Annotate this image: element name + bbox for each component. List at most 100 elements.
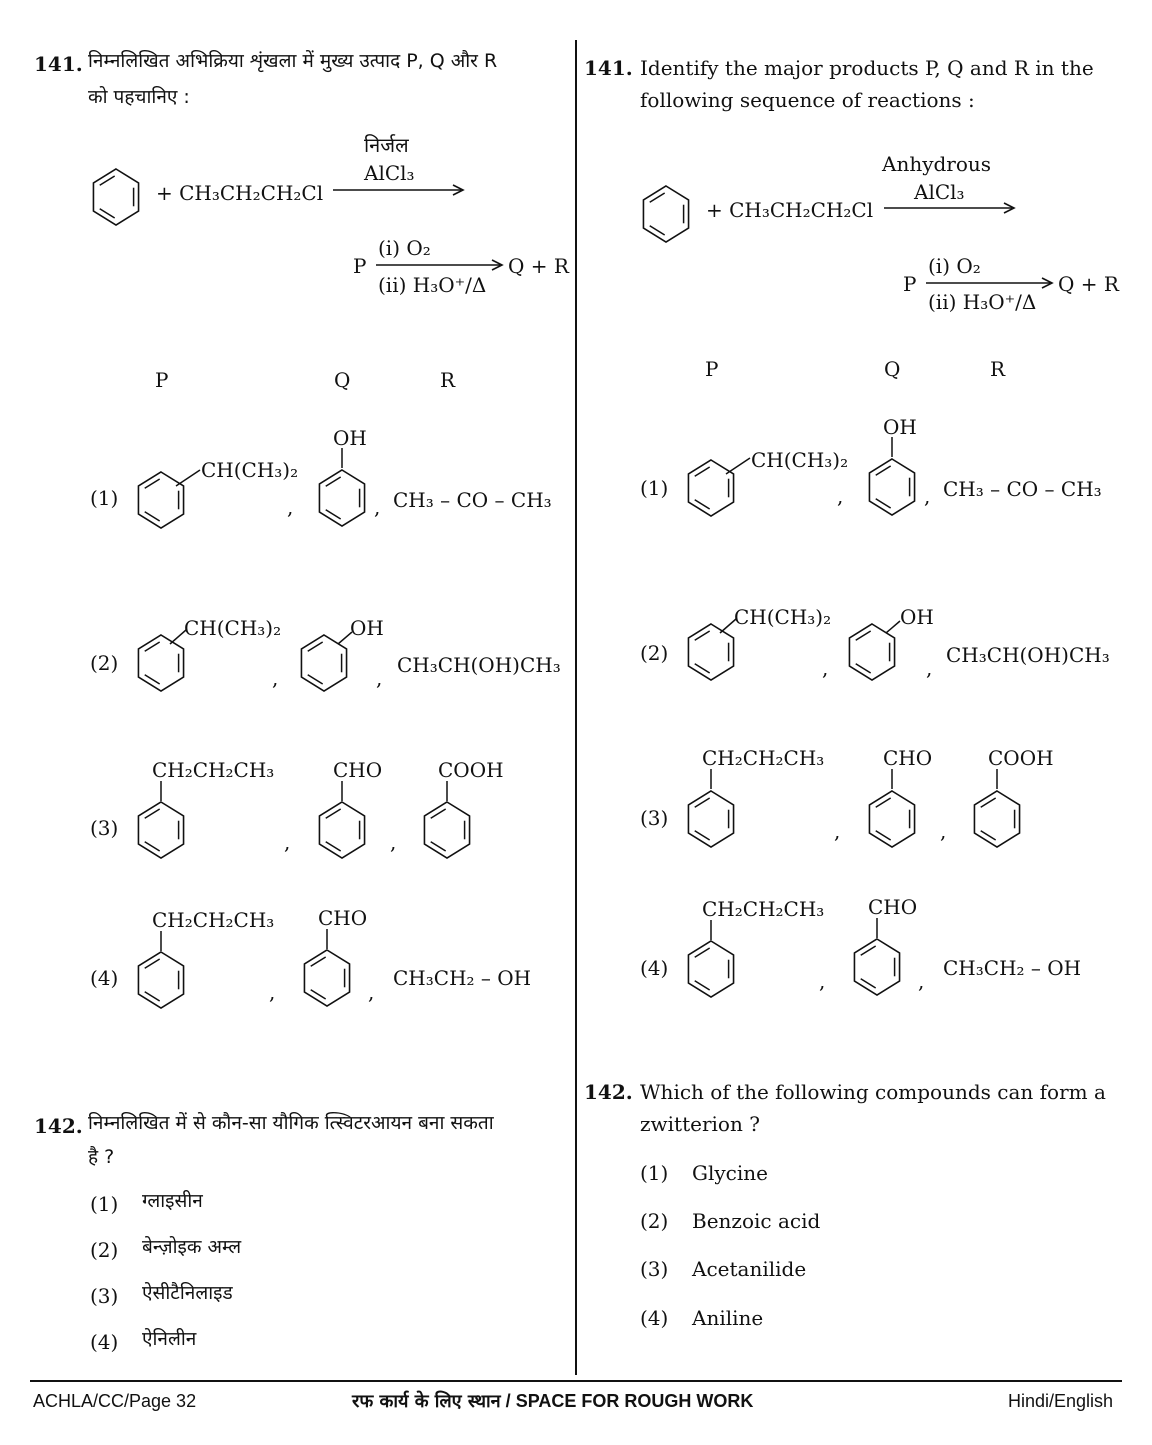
benzene-reactant-en	[642, 185, 690, 243]
o2-q-substituent-en: OH	[900, 605, 934, 629]
step2-top-en: (i) O₂	[928, 254, 981, 278]
reagent-top-hi: निर्जल	[364, 133, 409, 157]
benzene-o2p-en	[687, 623, 735, 681]
o3-r-substituent-hi: COOH	[438, 758, 504, 782]
o4-q-substituent-hi: CHO	[318, 906, 368, 930]
q141-text-hi-line1: निम्नलिखित अभिक्रिया शृंखला में मुख्य उत…	[88, 50, 498, 72]
footer-rough-work-en: SPACE FOR ROUGH WORK	[515, 1391, 754, 1411]
column-divider	[575, 40, 577, 1375]
q142-opt2-text-hi[interactable]: बेन्ज़ोइक अम्ल	[142, 1236, 242, 1258]
q141-number-hi: 141.	[34, 52, 83, 76]
comma-o2b-hi: ,	[376, 666, 383, 690]
o1-q-substituent-en: OH	[883, 415, 917, 439]
benzene-o3r-en	[973, 790, 1021, 848]
bond-o4q-hi	[326, 929, 328, 949]
o3-r-substituent-en: COOH	[988, 746, 1054, 770]
option-4-label-hi: (4)	[90, 966, 119, 990]
q142-opt4-text-hi[interactable]: ऐनिलीन	[142, 1328, 197, 1350]
q142-text-en-line1: Which of the following compounds can for…	[640, 1080, 1106, 1104]
o4-p-substituent-en: CH₂CH₂CH₃	[702, 897, 825, 921]
q142-opt2-text-en[interactable]: Benzoic acid	[692, 1209, 821, 1233]
q142-opt1-text-hi[interactable]: ग्लाइसीन	[142, 1190, 203, 1212]
o2-r-hi: CH₃CH(OH)CH₃	[397, 653, 561, 677]
footer-rough-work: रफ कार्य के लिए स्थान / SPACE FOR ROUGH …	[352, 1392, 753, 1411]
o4-q-substituent-en: CHO	[868, 895, 918, 919]
o2-r-en: CH₃CH(OH)CH₃	[946, 643, 1110, 667]
o1-p-substituent-hi: CH(CH₃)₂	[201, 458, 299, 482]
bond-o1p-hi	[175, 469, 201, 487]
reaction-arrow-2-hi	[376, 259, 504, 271]
reaction-arrow-1-en	[884, 202, 1016, 214]
q142-text-hi-line2: है ?	[88, 1146, 115, 1168]
q142-opt3-text-en[interactable]: Acetanilide	[692, 1257, 807, 1281]
bond-o4q-en	[876, 918, 878, 938]
bond-o4p-en	[710, 920, 712, 940]
header-q-en: Q	[884, 357, 901, 381]
comma-o4a-en: ,	[819, 969, 826, 993]
o4-p-substituent-hi: CH₂CH₂CH₃	[152, 908, 275, 932]
option-3-label-en: (3)	[640, 806, 669, 830]
bond-o3r-hi	[446, 781, 448, 801]
reagent-bottom-hi: AlCl₃	[364, 161, 415, 185]
bond-o3q-hi	[341, 781, 343, 801]
comma-o4b-en: ,	[918, 969, 925, 993]
step2-start-hi: P	[353, 254, 367, 278]
benzene-o3q-hi	[318, 801, 366, 859]
bond-o2p-en	[719, 618, 737, 634]
q142-opt3-text-hi[interactable]: ऐसीटैनिलाइड	[142, 1282, 233, 1304]
q142-opt3-label-hi: (3)	[90, 1284, 119, 1308]
benzene-o3p-en	[687, 790, 735, 848]
bond-o3p-en	[710, 769, 712, 789]
bond-o1q-hi	[341, 448, 343, 468]
comma-o3a-hi: ,	[284, 830, 291, 854]
header-q-hi: Q	[334, 368, 351, 392]
benzene-o4q-hi	[303, 949, 351, 1007]
benzene-o1p-hi	[137, 471, 185, 529]
footer-divider	[30, 1380, 1122, 1382]
comma-o3a-en: ,	[834, 819, 841, 843]
bond-o2p-hi	[169, 629, 187, 645]
q142-number-hi: 142.	[34, 1114, 83, 1138]
q142-opt1-text-en[interactable]: Glycine	[692, 1161, 768, 1185]
q141-number-en: 141.	[584, 56, 633, 80]
header-r-en: R	[990, 357, 1006, 381]
o2-p-substituent-en: CH(CH₃)₂	[734, 605, 832, 629]
header-r-hi: R	[440, 368, 456, 392]
comma-o2b-en: ,	[926, 656, 933, 680]
comma-o1b-hi: ,	[374, 495, 381, 519]
step2-start-en: P	[903, 272, 917, 296]
benzene-o1q-hi	[318, 469, 366, 527]
benzene-o1q-en	[868, 458, 916, 516]
o2-p-substituent-hi: CH(CH₃)₂	[184, 616, 282, 640]
q142-opt2-label-en: (2)	[640, 1209, 669, 1233]
benzene-o4q-en	[853, 938, 901, 996]
o1-r-hi: CH₃ – CO – CH₃	[393, 488, 552, 512]
o4-r-en: CH₃CH₂ – OH	[943, 956, 1082, 980]
step2-top-hi: (i) O₂	[378, 236, 431, 260]
q142-number-en: 142.	[584, 1080, 633, 1104]
q142-opt4-text-en[interactable]: Aniline	[692, 1306, 764, 1330]
o2-q-substituent-hi: OH	[350, 616, 384, 640]
option-3-label-hi: (3)	[90, 816, 119, 840]
q142-opt1-label-en: (1)	[640, 1161, 669, 1185]
header-p-hi: P	[155, 368, 169, 392]
comma-o2a-hi: ,	[272, 666, 279, 690]
reactant-hi: + CH₃CH₂CH₂Cl	[156, 181, 324, 205]
bond-o3r-en	[996, 769, 998, 789]
bond-o2q-en	[885, 620, 901, 634]
bond-o1q-en	[891, 437, 893, 457]
reagent-top-en: Anhydrous	[882, 152, 992, 176]
reaction-arrow-1-hi	[333, 184, 465, 196]
comma-o4b-hi: ,	[368, 980, 375, 1004]
option-2-label-en: (2)	[640, 641, 669, 665]
q142-opt2-label-hi: (2)	[90, 1238, 119, 1262]
comma-o1a-en: ,	[837, 484, 844, 508]
o3-p-substituent-en: CH₂CH₂CH₃	[702, 746, 825, 770]
bond-o4p-hi	[160, 931, 162, 951]
bond-o3p-hi	[160, 781, 162, 801]
o1-p-substituent-en: CH(CH₃)₂	[751, 448, 849, 472]
step2-product-en: Q + R	[1058, 272, 1119, 296]
reaction-arrow-2-en	[926, 277, 1054, 289]
o1-q-substituent-hi: OH	[333, 426, 367, 450]
benzene-o4p-en	[687, 940, 735, 998]
